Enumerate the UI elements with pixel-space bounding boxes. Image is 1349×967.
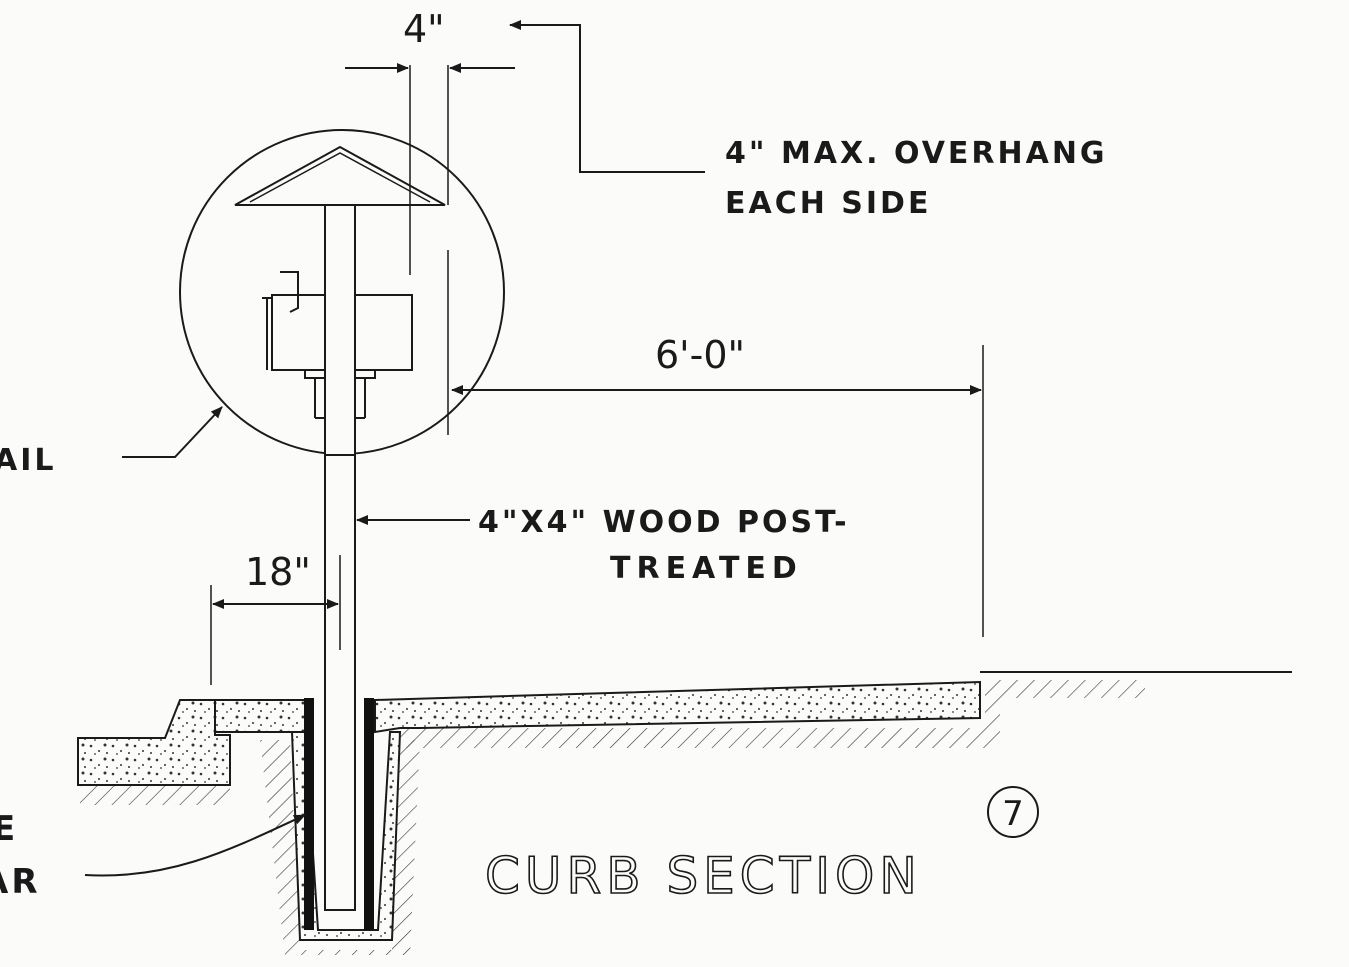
dimension-4in-label: 4" <box>403 7 445 51</box>
rebar-left <box>304 698 314 930</box>
roof-cap <box>234 145 446 206</box>
concrete-curb <box>77 671 1292 786</box>
rebar-right <box>364 698 374 930</box>
detail-note-partial: AIL <box>0 443 57 478</box>
overhang-note-line1: 4" MAX. OVERHANG <box>725 136 1108 171</box>
detail-number: 7 <box>1002 794 1024 834</box>
dimension-18in-label: 18" <box>245 550 311 594</box>
post-footing <box>290 698 402 941</box>
subgrade-hatch <box>80 680 1145 955</box>
rebar-note-partial-1: E <box>0 809 18 849</box>
detail-leader: AIL <box>0 406 223 478</box>
mailbox-flag <box>280 271 299 313</box>
post-note-line1: 4"X4" WOOD POST- <box>478 505 850 540</box>
mailbox-detail <box>179 129 505 456</box>
overhang-note-line2: EACH SIDE <box>725 186 931 221</box>
dimension-6ft-label: 6'-0" <box>655 333 745 377</box>
post-note-line2: TREATED <box>610 551 803 586</box>
rebar-note-partial-2: AR <box>0 862 41 902</box>
dimension-4in: 4" <box>345 7 515 435</box>
dimension-6ft: 6'-0" <box>451 333 984 637</box>
detail-number-badge: 7 <box>987 786 1039 838</box>
overhang-note: 4" MAX. OVERHANG EACH SIDE <box>509 20 1108 221</box>
rebar-leader: E AR <box>0 809 306 902</box>
section-title: CURB SECTION <box>485 847 922 905</box>
dimension-18in: 18" <box>210 550 341 685</box>
post-note: 4"X4" WOOD POST- TREATED <box>356 505 850 586</box>
